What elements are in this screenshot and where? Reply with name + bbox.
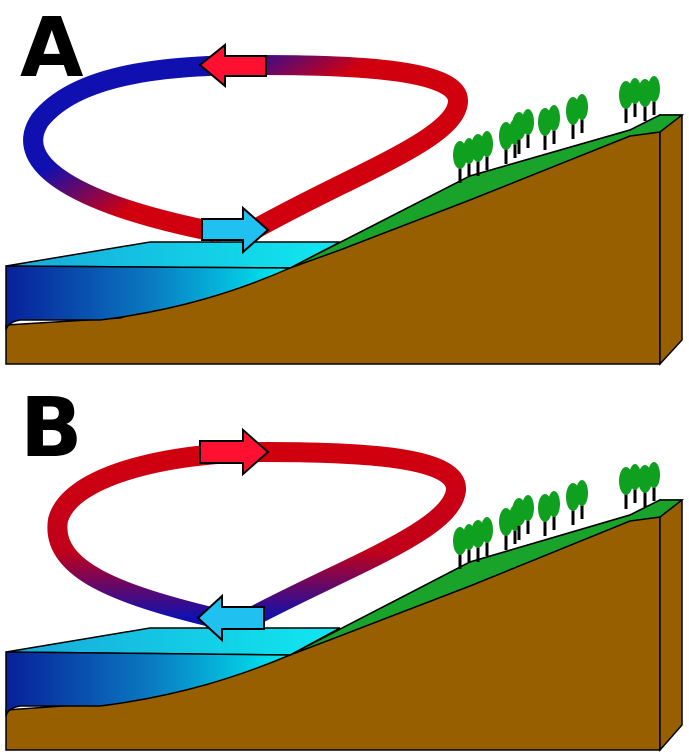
grass-strip bbox=[289, 114, 685, 269]
circulation-loop bbox=[47, 441, 466, 628]
panel-a: A bbox=[5, 1, 685, 366]
upper-arrow-icon bbox=[199, 427, 270, 477]
water-top bbox=[5, 241, 341, 269]
ground-edge bbox=[659, 499, 683, 752]
panel-label-b: B bbox=[20, 381, 83, 476]
upper-arrow-icon bbox=[198, 42, 267, 89]
panel-b: B bbox=[0, 380, 689, 755]
panel-label-a: A bbox=[20, 1, 84, 96]
lower-arrow-icon bbox=[196, 593, 265, 643]
land-breeze-diagram bbox=[5, 427, 685, 752]
water-side bbox=[5, 265, 291, 331]
sea-breeze-diagram bbox=[5, 42, 685, 366]
lower-arrow-icon bbox=[201, 205, 270, 255]
ground-edge bbox=[659, 114, 683, 366]
circulation-loop bbox=[23, 54, 468, 242]
water-side bbox=[5, 651, 291, 717]
water-top bbox=[5, 627, 341, 656]
grass-strip bbox=[289, 499, 685, 656]
